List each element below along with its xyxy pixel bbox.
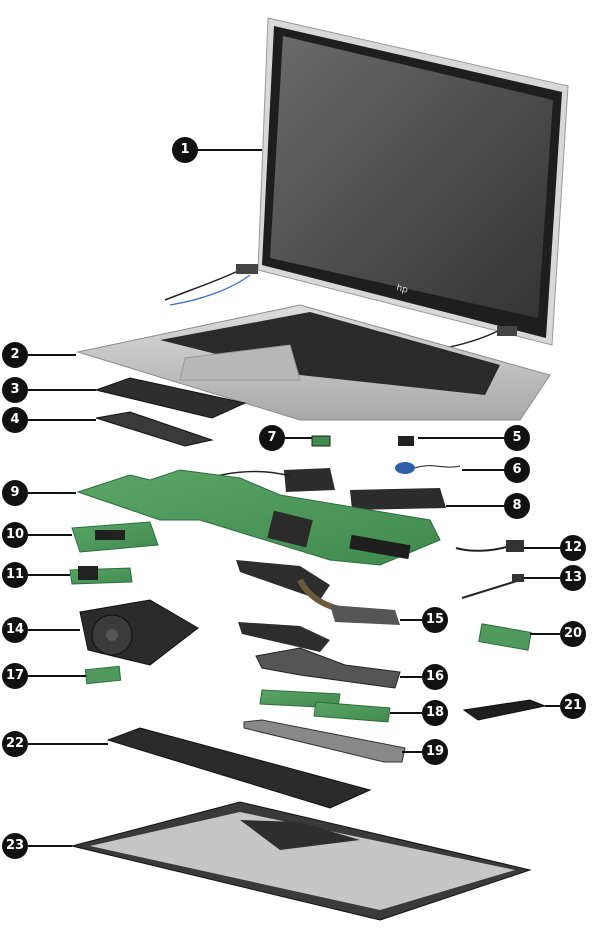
power-cable <box>455 540 524 552</box>
callout-23: 23 <box>2 833 28 859</box>
fan <box>79 599 199 666</box>
bottom-cover <box>71 801 532 921</box>
callout-5: 5 <box>504 425 530 451</box>
callout-14: 14 <box>2 617 28 643</box>
callout-11: 11 <box>2 562 28 588</box>
callout-4: 4 <box>2 407 28 433</box>
svg-text:hp: hp <box>395 283 409 296</box>
callout-22: 22 <box>2 731 28 757</box>
touchpad-cable <box>95 411 214 447</box>
solid-state-drive <box>462 699 547 721</box>
system-board <box>76 469 441 566</box>
callout-2: 2 <box>2 342 28 368</box>
callout-13: 13 <box>560 565 586 591</box>
touchpad <box>94 377 247 419</box>
bracket <box>243 719 406 763</box>
memory-modules <box>259 689 391 723</box>
callout-8: 8 <box>504 493 530 519</box>
antenna-cable <box>461 574 524 599</box>
callout-12: 12 <box>560 535 586 561</box>
callout-16: 16 <box>422 664 448 690</box>
rtc-battery <box>395 462 461 474</box>
display-assembly: hp <box>164 17 569 349</box>
io-board <box>71 521 159 553</box>
wlan-module <box>84 665 122 685</box>
card-reader-board <box>69 566 133 585</box>
callout-17: 17 <box>2 663 28 689</box>
callout-3: 3 <box>2 377 28 403</box>
callout-1: 1 <box>172 137 198 163</box>
heat-sink-16 <box>238 622 401 689</box>
callout-6: 6 <box>504 457 530 483</box>
battery <box>106 727 372 809</box>
callout-18: 18 <box>422 700 448 726</box>
callout-19: 19 <box>422 739 448 765</box>
speakers <box>183 468 446 510</box>
callout-7: 7 <box>259 425 285 451</box>
small-board-5 <box>398 436 414 446</box>
small-board-7 <box>311 435 331 447</box>
wwan-module <box>478 623 532 651</box>
callout-9: 9 <box>2 480 28 506</box>
top-cover-keyboard <box>76 304 551 421</box>
callout-15: 15 <box>422 607 448 633</box>
leader-lines <box>28 149 560 847</box>
callout-21: 21 <box>560 693 586 719</box>
callout-10: 10 <box>2 522 28 548</box>
callout-20: 20 <box>560 621 586 647</box>
heat-sink-15 <box>236 560 400 625</box>
